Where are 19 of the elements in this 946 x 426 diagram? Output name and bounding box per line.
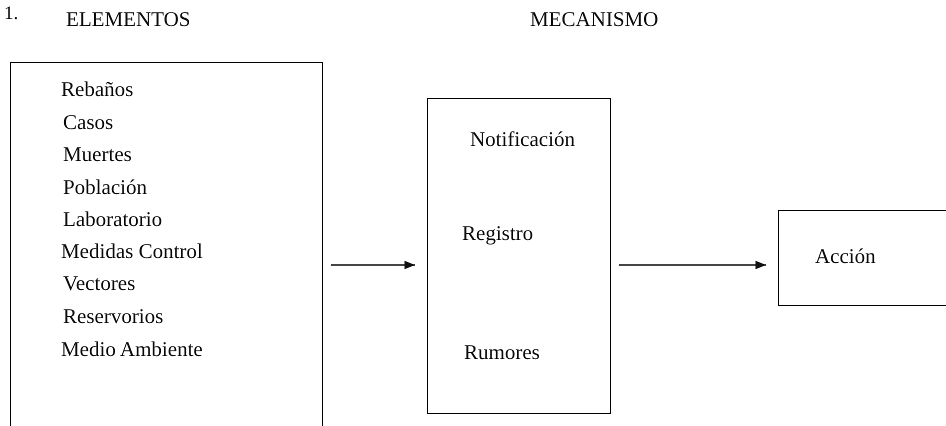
box-text: Medidas Control — [61, 241, 203, 262]
box-text: Vectores — [63, 273, 136, 294]
box-text: Laboratorio — [63, 209, 162, 230]
arrow — [331, 260, 415, 270]
box-text: Reservorios — [63, 306, 164, 327]
box-text: Población — [63, 177, 147, 198]
box-text: Muertes — [63, 144, 132, 165]
box-heading: ELEMENTOS — [66, 9, 190, 30]
box-text: Registro — [462, 223, 534, 244]
process-box — [778, 210, 946, 306]
box-text: Casos — [63, 112, 114, 133]
box-text: Notificación — [470, 129, 575, 150]
box-text: Rumores — [464, 342, 540, 363]
box-text: Acción — [815, 246, 876, 267]
arrow — [619, 260, 766, 270]
box-text: Medio Ambiente — [61, 339, 203, 360]
box-heading: MECANISMO — [530, 9, 658, 30]
figure-number: 1. — [4, 4, 18, 23]
box-text: Rebaños — [61, 79, 134, 100]
